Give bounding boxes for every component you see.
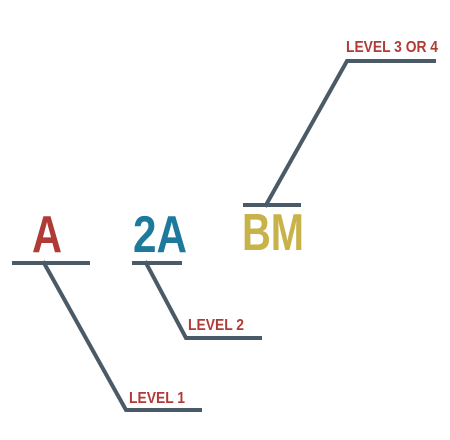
level-2-label: LEVEL 2: [188, 317, 244, 334]
leader-level-3: [263, 59, 436, 208]
leader-level-1: [41, 260, 202, 412]
leader-level-2: [143, 260, 262, 340]
level-1-label: LEVEL 1: [129, 390, 185, 407]
label-a: A: [32, 206, 62, 264]
label-2a: 2A: [133, 206, 187, 264]
level-3-label: LEVEL 3 OR 4: [346, 39, 438, 56]
label-bm: BM: [242, 204, 304, 262]
